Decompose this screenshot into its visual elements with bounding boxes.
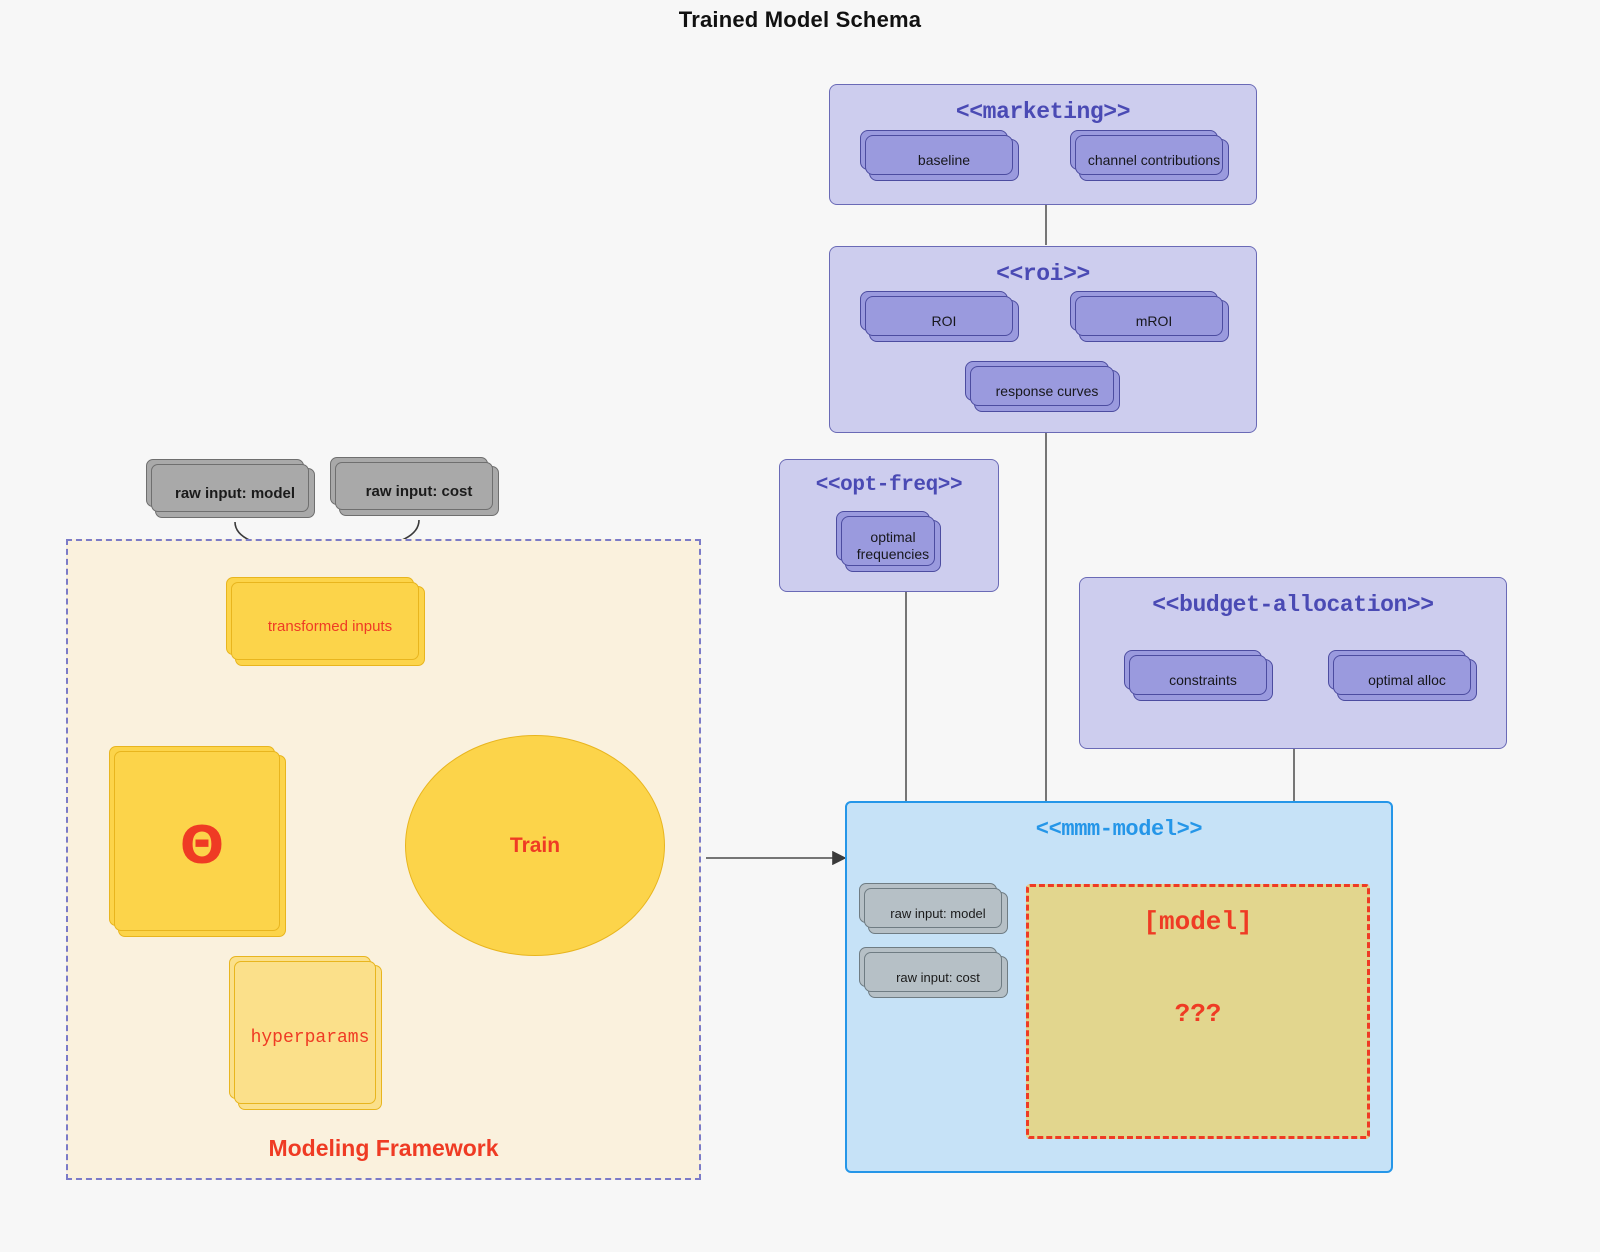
node-hyperparams-label: hyperparams <box>250 1027 370 1048</box>
node-train-label: Train <box>509 833 561 857</box>
node-mroi[interactable]: mROI <box>1070 291 1229 342</box>
node-roi-label: ROI <box>931 312 957 329</box>
page-title: Trained Model Schema <box>678 7 922 32</box>
node-raw-input-cost-label: raw input: cost <box>365 482 473 500</box>
node-response-curves-label: response curves <box>995 382 1099 399</box>
node-optimal-alloc[interactable]: optimal alloc <box>1328 650 1477 701</box>
node-mroi-label: mROI <box>1135 312 1173 329</box>
node-raw-input-cost[interactable]: raw input: cost <box>330 457 499 516</box>
model-placeholder-sub-label: ??? <box>1174 999 1222 1029</box>
node-response-curves[interactable]: response curves <box>965 361 1120 412</box>
node-hyperparams[interactable]: hyperparams <box>229 956 382 1110</box>
node-mmm-raw-input-cost[interactable]: raw input: cost <box>859 947 1008 998</box>
node-constraints[interactable]: constraints <box>1124 650 1273 701</box>
model-placeholder-main-label: [model] <box>1143 907 1253 937</box>
node-train[interactable]: Train <box>405 735 665 956</box>
package-roi-title: <<roi>> <box>996 261 1090 287</box>
node-theta[interactable]: Θ <box>109 746 286 937</box>
node-transformed-inputs[interactable]: transformed inputs <box>226 577 425 666</box>
node-constraints-label: constraints <box>1169 671 1237 688</box>
node-theta-label: Θ <box>179 816 225 876</box>
node-channel-contributions-label: channel contributions <box>1087 151 1221 168</box>
node-optimal-alloc-label: optimal alloc <box>1368 671 1446 688</box>
package-opt-freq-title: <<opt-freq>> <box>815 474 963 497</box>
model-placeholder-box[interactable]: [model] ??? <box>1026 884 1370 1139</box>
node-mmm-raw-input-model-label: raw input: model <box>890 905 986 921</box>
node-transformed-inputs-label: transformed inputs <box>267 617 393 635</box>
node-baseline[interactable]: baseline <box>860 130 1019 181</box>
node-optimal-frequencies-line2: frequencies <box>856 546 930 562</box>
package-marketing-title: <<marketing>> <box>955 99 1131 125</box>
node-mmm-raw-input-model[interactable]: raw input: model <box>859 883 1008 934</box>
node-raw-input-model-label: raw input: model <box>175 484 295 502</box>
node-baseline-label: baseline <box>917 151 971 168</box>
node-raw-input-model[interactable]: raw input: model <box>146 459 315 518</box>
modeling-framework-label: Modeling Framework <box>268 1135 499 1161</box>
node-optimal-frequencies-line1: optimal <box>870 528 916 545</box>
node-mmm-raw-input-cost-label: raw input: cost <box>896 969 980 985</box>
node-optimal-frequencies[interactable]: optimal frequencies <box>836 511 941 572</box>
node-roi[interactable]: ROI <box>860 291 1019 342</box>
package-mmm-model-title: <<mmm-model>> <box>1035 817 1203 842</box>
node-channel-contributions[interactable]: channel contributions <box>1070 130 1229 181</box>
package-budget-allocation-title: <<budget-allocation>> <box>1152 592 1434 618</box>
